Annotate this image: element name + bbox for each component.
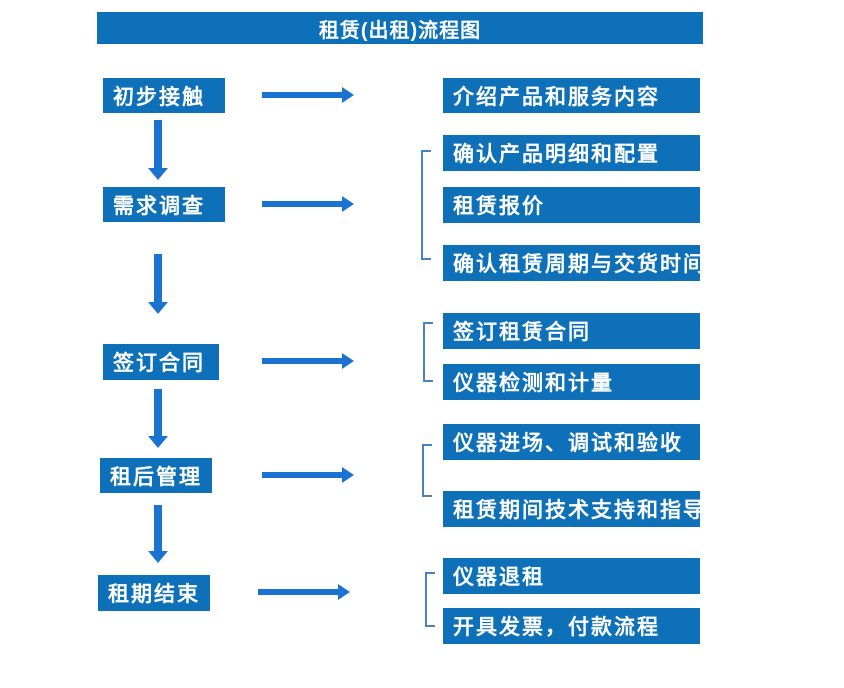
- step-box-demand-survey: 需求调查: [103, 187, 225, 222]
- step-box-rental-end: 租期结束: [98, 575, 210, 611]
- right-arrow-icon: [258, 584, 350, 600]
- output-label: 租赁期间技术支持和指导: [453, 499, 700, 522]
- arrow-head: [342, 87, 354, 103]
- arrow-head: [338, 584, 350, 600]
- arrow-shaft: [258, 589, 338, 595]
- down-arrow-icon: [148, 254, 168, 314]
- arrow-shaft: [262, 358, 342, 364]
- right-arrow-icon: [262, 87, 354, 103]
- output-label: 仪器退租: [453, 566, 545, 589]
- output-label: 确认产品明细和配置: [453, 143, 660, 166]
- down-arrow-icon: [148, 505, 168, 563]
- output-label: 仪器进场、调试和验收: [453, 432, 683, 455]
- right-arrow-icon: [262, 353, 354, 369]
- right-arrow-icon: [262, 467, 354, 483]
- output-box-invoice-payment: 开具发票，付款流程: [443, 608, 700, 644]
- down-arrow-icon: [148, 389, 168, 448]
- output-box-instrument-testing: 仪器检测和计量: [443, 364, 700, 400]
- output-box-confirm-period: 确认租赁周期与交货时间: [443, 245, 700, 281]
- output-box-rental-quote: 租赁报价: [443, 187, 700, 223]
- output-label: 签订租赁合同: [453, 321, 591, 344]
- step-label: 初步接触: [113, 85, 205, 109]
- arrow-shaft: [154, 254, 162, 302]
- step-box-sign-contract: 签订合同: [103, 344, 219, 380]
- output-box-introduce-products: 介绍产品和服务内容: [443, 78, 700, 113]
- step-box-post-rental: 租后管理: [100, 458, 212, 493]
- step-label: 签订合同: [113, 352, 205, 375]
- arrow-head: [148, 168, 168, 180]
- down-arrow-icon: [148, 120, 168, 180]
- output-label: 介绍产品和服务内容: [453, 85, 660, 109]
- step-label: 租后管理: [110, 465, 202, 489]
- output-box-instrument-arrival: 仪器进场、调试和验收: [443, 424, 700, 460]
- title-bar: 租赁(出租)流程图: [97, 12, 703, 44]
- output-label: 开具发票，付款流程: [453, 616, 660, 639]
- output-box-sign-rental-contract: 签订租赁合同: [443, 313, 700, 349]
- arrow-shaft: [262, 201, 342, 207]
- arrow-shaft: [154, 505, 162, 551]
- output-label: 租赁报价: [453, 195, 545, 218]
- output-box-instrument-return: 仪器退租: [443, 558, 700, 594]
- output-box-tech-support: 租赁期间技术支持和指导: [443, 491, 700, 527]
- arrow-head: [148, 551, 168, 563]
- group-bracket-icon: [422, 444, 432, 497]
- arrow-shaft: [262, 472, 342, 478]
- group-bracket-icon: [423, 322, 433, 382]
- arrow-head: [148, 436, 168, 448]
- page-title: 租赁(出租)流程图: [318, 19, 482, 42]
- step-label: 租期结束: [108, 583, 200, 606]
- step-box-initial-contact: 初步接触: [103, 78, 225, 113]
- output-box-confirm-details: 确认产品明细和配置: [443, 135, 700, 171]
- group-bracket-icon: [421, 150, 431, 260]
- arrow-shaft: [154, 389, 162, 436]
- step-label: 需求调查: [113, 194, 205, 218]
- arrow-head: [342, 467, 354, 483]
- arrow-head: [342, 196, 354, 212]
- arrow-head: [148, 302, 168, 314]
- output-label: 仪器检测和计量: [453, 372, 614, 395]
- output-label: 确认租赁周期与交货时间: [453, 253, 700, 276]
- arrow-shaft: [154, 120, 162, 168]
- right-arrow-icon: [262, 196, 354, 212]
- group-bracket-icon: [425, 572, 435, 627]
- arrow-shaft: [262, 92, 342, 98]
- arrow-head: [342, 353, 354, 369]
